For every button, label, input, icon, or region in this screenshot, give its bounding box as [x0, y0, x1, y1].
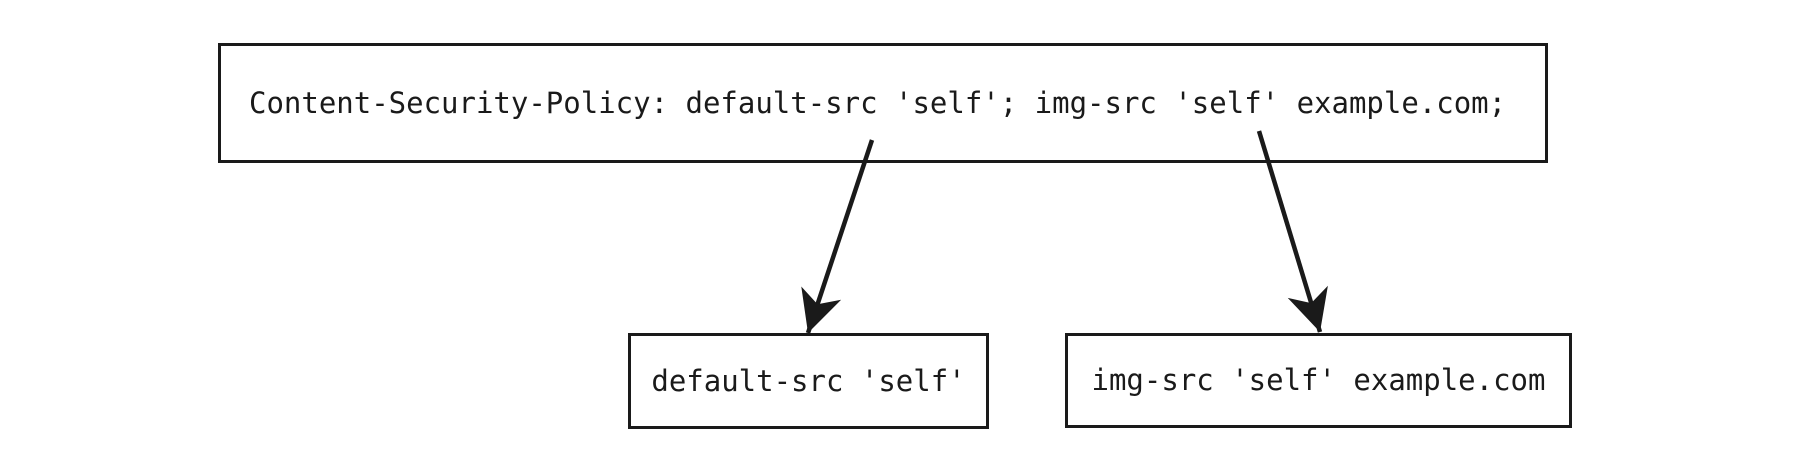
csp-header-text: Content-Security-Policy: default-src 'se…	[249, 85, 1507, 120]
arrow-to-default-src-icon	[801, 139, 875, 334]
default-src-directive-box: default-src 'self'	[628, 333, 989, 429]
csp-header-box: Content-Security-Policy: default-src 'se…	[218, 43, 1548, 163]
img-src-directive-box: img-src 'self' example.com	[1065, 333, 1572, 428]
img-src-directive-text: img-src 'self' example.com	[1091, 363, 1546, 397]
default-src-directive-text: default-src 'self'	[651, 363, 966, 398]
